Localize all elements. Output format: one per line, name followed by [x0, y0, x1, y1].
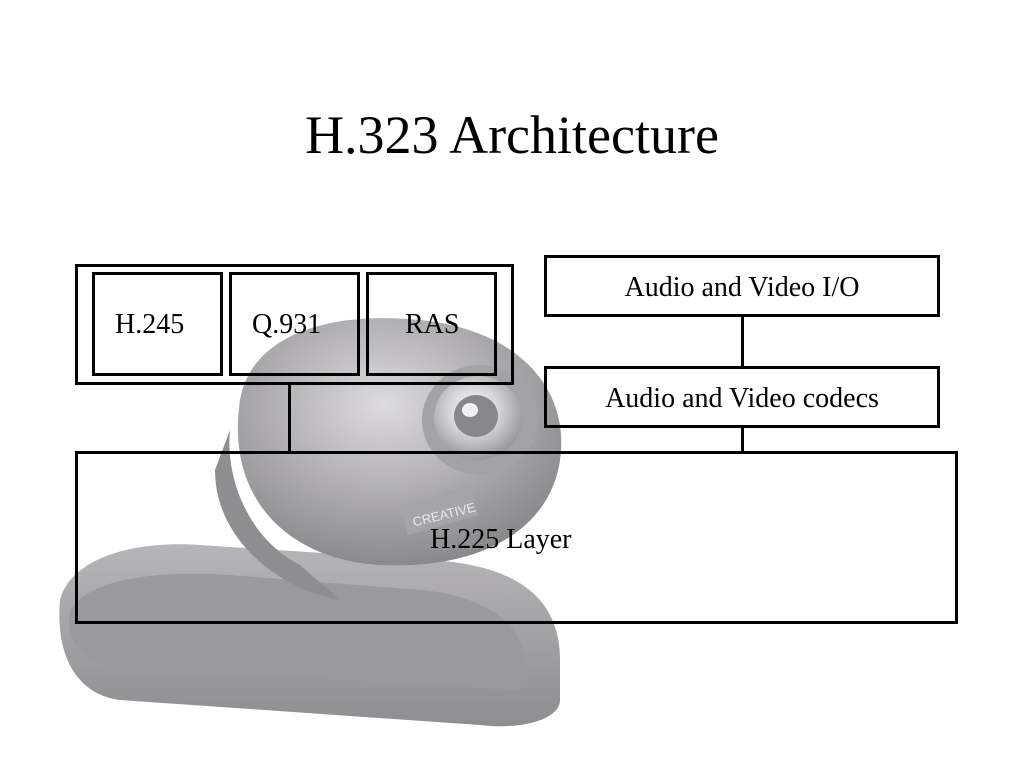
h225-layer-label: H.225 Layer [430, 524, 572, 555]
connector-signaling-to-h225 [288, 385, 291, 451]
connector-io-to-codecs [741, 317, 744, 366]
protocol-label-h245: H.245 [115, 309, 185, 340]
h225-layer-box: H.225 Layer [75, 451, 958, 624]
audio-video-codecs-label: Audio and Video codecs [605, 383, 879, 414]
signaling-protocols-group [75, 264, 514, 385]
protocol-box-ras: RAS [366, 272, 497, 376]
slide-title: H.323 Architecture [305, 105, 719, 165]
audio-video-codecs-box: Audio and Video codecs [544, 366, 940, 428]
audio-video-io-label: Audio and Video I/O [624, 272, 860, 303]
connector-codecs-to-h225 [741, 428, 744, 451]
protocol-label-q931: Q.931 [252, 309, 322, 340]
protocol-box-q931: Q.931 [229, 272, 360, 376]
protocol-box-h245: H.245 [92, 272, 223, 376]
audio-video-io-box: Audio and Video I/O [544, 255, 940, 317]
protocol-label-ras: RAS [405, 309, 460, 340]
